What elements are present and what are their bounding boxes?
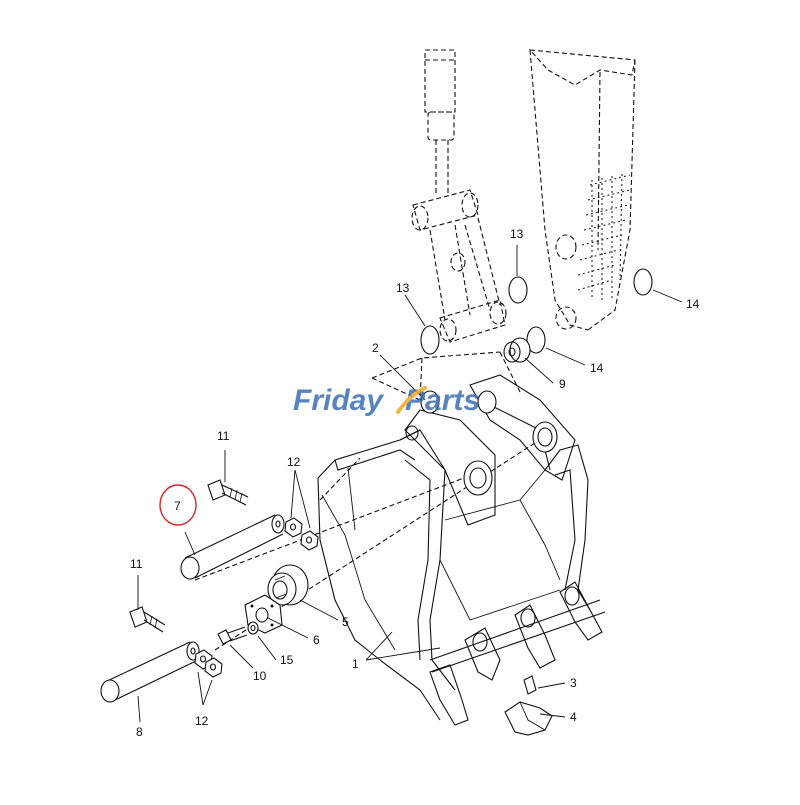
- bushing-9: [503, 337, 531, 363]
- callout-9: 9: [559, 377, 566, 391]
- o-ring-13-lower: [420, 325, 440, 355]
- callout-6: 6: [313, 633, 320, 647]
- bucket-teeth: [429, 581, 603, 726]
- pin-7: [180, 514, 285, 580]
- callout-10: 10: [253, 669, 267, 683]
- callout-13-upper: 13: [510, 227, 524, 241]
- bolt-10: [217, 626, 248, 645]
- callout-7: 7: [174, 499, 181, 513]
- callout-5: 5: [342, 615, 349, 629]
- nuts-12-lower: [194, 649, 223, 678]
- bucket-1: [317, 374, 606, 721]
- cylinder-linkage-outline: [411, 49, 507, 343]
- callout-8: 8: [136, 725, 143, 739]
- callout-14-center: 14: [590, 361, 604, 375]
- tooth-pin-3: [523, 675, 537, 695]
- nuts-12-upper: [284, 517, 319, 551]
- callout-4: 4: [570, 710, 577, 724]
- highlight-circle-7: [159, 484, 197, 526]
- watermark-swoosh-icon: [396, 386, 427, 414]
- callout-14-right: 14: [686, 297, 700, 311]
- bolt-11-upper: [207, 479, 249, 506]
- collar-5: [267, 564, 309, 606]
- callout-11-upper: 11: [217, 429, 230, 443]
- washer-15: [247, 621, 259, 635]
- watermark-text-parts: Parts: [405, 384, 480, 417]
- bolt-11-lower: [129, 606, 166, 633]
- tooth-4: [504, 701, 553, 736]
- pin-8: [100, 641, 200, 703]
- callout-11-lower: 11: [130, 557, 143, 571]
- callout-12-upper: 12: [287, 455, 301, 469]
- callout-2: 2: [372, 341, 379, 355]
- leader-lines: [137, 245, 683, 723]
- o-ring-14-center: [526, 326, 546, 354]
- callout-3: 3: [570, 676, 577, 690]
- o-ring-13-upper: [508, 276, 528, 304]
- callout-15: 15: [280, 653, 294, 667]
- watermark-logo: Friday Parts: [293, 384, 480, 417]
- callout-13-lower: 13: [396, 281, 410, 295]
- callout-12-lower: 12: [195, 714, 209, 728]
- watermark-text-friday: Friday: [293, 384, 384, 417]
- o-ring-14-right: [633, 268, 653, 296]
- callout-1: 1: [352, 657, 359, 671]
- dipper-arm-outline: [528, 49, 636, 331]
